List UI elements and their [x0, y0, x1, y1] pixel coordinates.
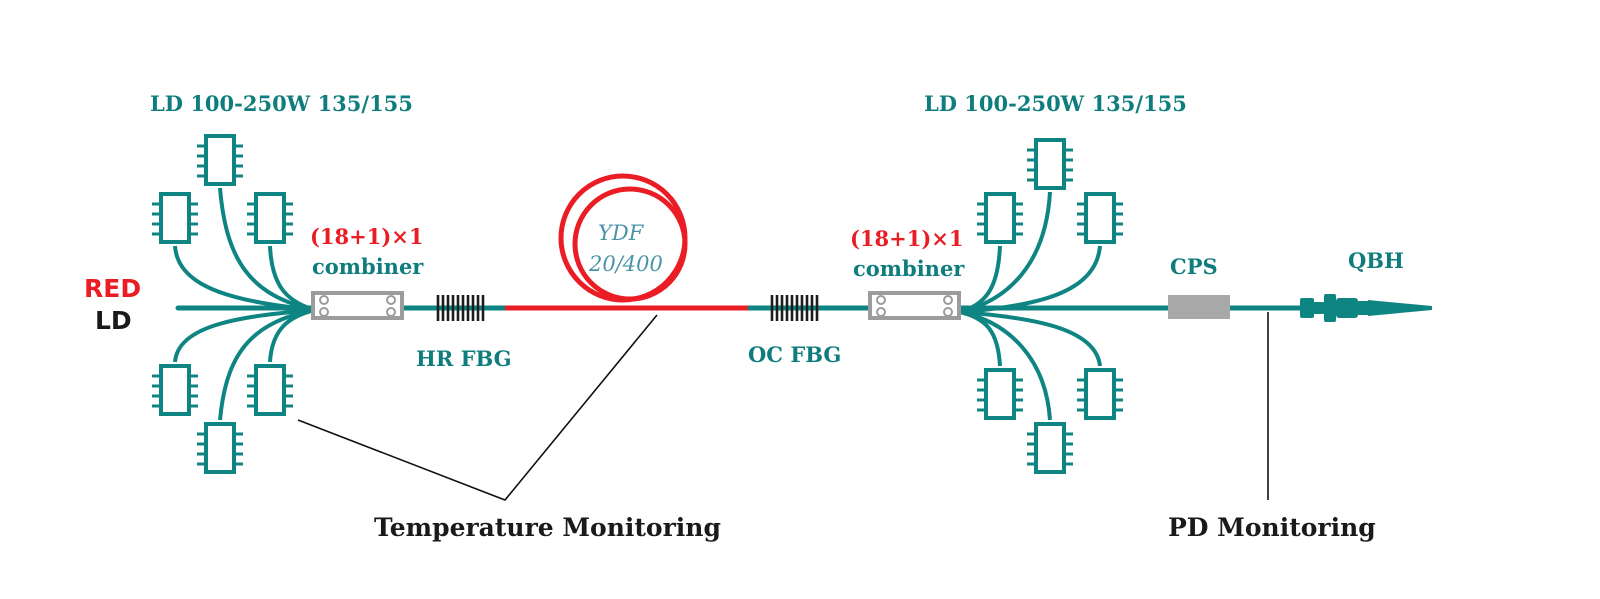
qbh-label: QBH: [1348, 248, 1404, 273]
pd-monitoring-label: PD Monitoring: [1168, 513, 1376, 542]
temperature-monitoring-label: Temperature Monitoring: [374, 513, 721, 542]
ydf-spec: 20/400: [588, 252, 663, 276]
temperature-leader-line: [297, 314, 658, 501]
combiner-right-ratio: (18+1)×1: [850, 226, 964, 251]
qbh-connector: [1300, 294, 1432, 322]
red-label: RED: [84, 274, 141, 303]
cps-block: [1168, 295, 1230, 319]
laser-diode-module-icon: [1025, 422, 1075, 474]
laser-diode-module-icon: [245, 192, 295, 244]
laser-diode-module-icon: [975, 368, 1025, 420]
combiner-right-name: combiner: [853, 256, 965, 281]
laser-diode-module-icon: [1075, 368, 1125, 420]
laser-diode-module-icon: [195, 422, 245, 474]
laser-diode-module-icon: [1075, 192, 1125, 244]
laser-diode-module-icon: [1025, 138, 1075, 190]
ld-right-label: LD 100-250W 135/155: [924, 91, 1187, 116]
ld-label: LD: [95, 306, 132, 335]
ydf-name: YDF: [598, 221, 645, 245]
laser-diode-module-icon: [150, 192, 200, 244]
oc-fbg-grating: [770, 295, 819, 321]
hr-fbg-grating: [436, 295, 485, 321]
combiner-left-ratio: (18+1)×1: [310, 224, 424, 249]
hr-fbg-label: HR FBG: [416, 346, 512, 371]
combiner-right: [868, 291, 961, 320]
cps-label: CPS: [1170, 254, 1218, 279]
ydf-coil: [558, 173, 688, 303]
laser-diode-module-icon: [195, 134, 245, 186]
laser-diode-module-icon: [245, 364, 295, 416]
laser-diode-module-icon: [150, 364, 200, 416]
oc-fbg-label: OC FBG: [748, 342, 841, 367]
ld-left-label: LD 100-250W 135/155: [150, 91, 413, 116]
laser-diode-module-icon: [975, 192, 1025, 244]
combiner-left-name: combiner: [312, 254, 424, 279]
combiner-left: [311, 291, 404, 320]
